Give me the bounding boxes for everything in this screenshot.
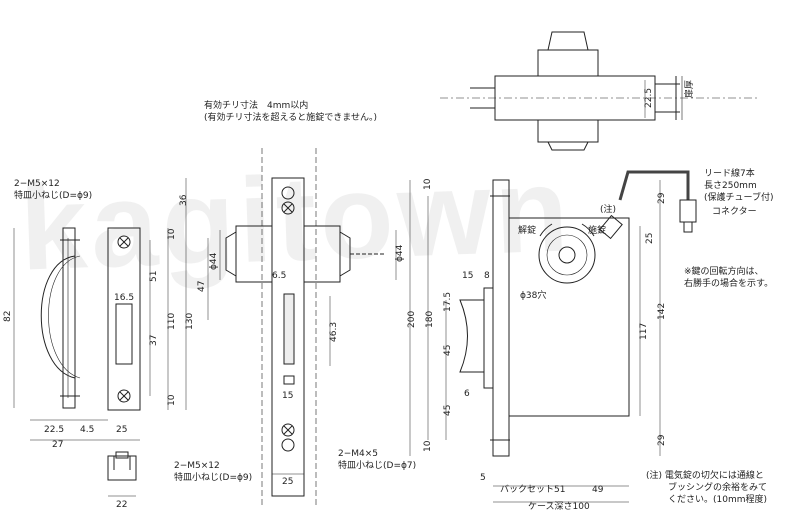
dim-16-5: 16.5 <box>114 293 134 303</box>
dim-4-5: 4.5 <box>80 425 94 435</box>
label-lock: 施錠 <box>588 224 606 236</box>
lead-wire-tube: (保護チューブ付) <box>704 193 774 203</box>
lock-case-elevation <box>459 170 697 457</box>
front-screw-type: 特皿小ねじ(D=ϕ9) <box>14 191 93 201</box>
connector-label: コネクター <box>712 207 757 217</box>
tolerance-line-1: 有効チリ寸法 4mm以内 <box>204 101 309 111</box>
dim-backset: バックセット51 <box>500 484 565 495</box>
dim-200: 200 <box>407 311 417 328</box>
dim-45-lower: 45 <box>443 405 453 416</box>
dim-6: 6 <box>464 389 470 399</box>
footnote-line-3: ください。(10mm程度) <box>668 495 768 505</box>
front-plate-side-view <box>40 227 81 409</box>
dim-47: 47 <box>197 281 207 292</box>
dim-29-top: 29 <box>657 192 667 204</box>
dim-10-bottom: 10 <box>167 394 177 406</box>
dim-49: 49 <box>592 485 604 495</box>
dim-51: 51 <box>149 271 159 282</box>
lead-wire-count: リード線7本 <box>704 169 755 179</box>
tolerance-note: 有効チリ寸法 4mm以内 (有効チリ寸法を超えると施錠できません。) <box>204 100 377 124</box>
dim-22: 22 <box>116 500 127 510</box>
dim-45-upper: 45 <box>443 345 453 356</box>
dim-82: 82 <box>3 311 13 322</box>
footnote-line-2: ブッシングの余裕をみて <box>668 483 768 493</box>
strike-screw-note: 2−M5×12 特皿小ねじ(D=ϕ9) <box>174 460 252 484</box>
tolerance-line-2: (有効チリ寸法を超えると施錠できません。) <box>204 113 377 123</box>
dim-phi44-left: ϕ44 <box>209 252 219 270</box>
dim-17-5: 17.5 <box>443 292 453 312</box>
dim-25-mid: 25 <box>282 477 293 487</box>
label-note-mark: (注) <box>600 203 616 215</box>
dim-5: 5 <box>480 473 486 483</box>
dim-37: 37 <box>149 335 159 346</box>
footnote-line-1: (注) 電気錠の切欠には通線と <box>646 471 764 481</box>
small-screw-type: 特皿小ねじ(D=ϕ7) <box>338 461 417 471</box>
dim-110: 110 <box>167 313 177 330</box>
dim-6-5: 6.5 <box>272 271 286 281</box>
dim-117: 117 <box>639 323 649 340</box>
label-unlock: 解錠 <box>518 224 536 236</box>
dim-10-case-top: 10 <box>423 178 433 190</box>
key-rotation-line-1: ※鍵の回転方向は、 <box>684 267 764 277</box>
front-plate-front-view <box>107 227 141 411</box>
lock-body-middle <box>225 148 384 506</box>
front-screw-note: 2−M5×12 特皿小ねじ(D=ϕ9) <box>14 178 92 202</box>
door-cross-section <box>440 31 760 151</box>
footnote: (注) 電気錠の切欠には通線と ブッシングの余裕をみて ください。(10mm程度… <box>646 470 767 506</box>
dim-46-3: 46.3 <box>329 322 339 342</box>
front-screw-spec: 2−M5×12 <box>14 179 60 189</box>
strike-screw-type: 特皿小ねじ(D=ϕ9) <box>174 473 253 483</box>
dim-180: 180 <box>425 311 435 328</box>
small-screw-note: 2−M4×5 特皿小ねじ(D=ϕ7) <box>338 448 416 472</box>
dim-142: 142 <box>657 303 667 320</box>
dim-15-case: 15 <box>462 271 473 281</box>
strike-bottom-view <box>107 451 137 481</box>
dim-22-5-door: 22.5 <box>644 88 654 108</box>
lead-wire-length: 長さ250mm <box>704 181 757 191</box>
dim-8: 8 <box>484 271 490 281</box>
key-rotation-note: ※鍵の回転方向は、 右勝手の場合を示す。 <box>684 266 773 290</box>
dim-case-depth: ケース深さ100 <box>528 501 590 512</box>
lead-wire-note: リード線7本 長さ250mm (保護チューブ付) <box>704 168 773 204</box>
dim-130: 130 <box>185 313 195 330</box>
dim-36: 36 <box>179 194 189 206</box>
dim-29-bottom: 29 <box>657 434 667 446</box>
strike-screw-spec: 2−M5×12 <box>174 461 220 471</box>
dim-15-mid: 15 <box>282 391 293 401</box>
label-phi38-hole: ϕ38穴 <box>520 289 546 301</box>
key-rotation-line-2: 右勝手の場合を示す。 <box>684 279 774 289</box>
dim-10-top: 10 <box>167 228 177 240</box>
dim-phi44-right: ϕ44 <box>395 244 405 262</box>
small-screw-spec: 2−M4×5 <box>338 449 379 459</box>
label-door-thickness: 扉厚 <box>683 80 695 98</box>
dim-22-5: 22.5 <box>44 425 64 435</box>
dim-25-case: 25 <box>645 233 655 244</box>
dimension-lines <box>13 80 661 503</box>
dim-10-case-bottom: 10 <box>423 440 433 452</box>
dim-25-plate: 25 <box>116 425 127 435</box>
dim-27: 27 <box>52 440 63 450</box>
